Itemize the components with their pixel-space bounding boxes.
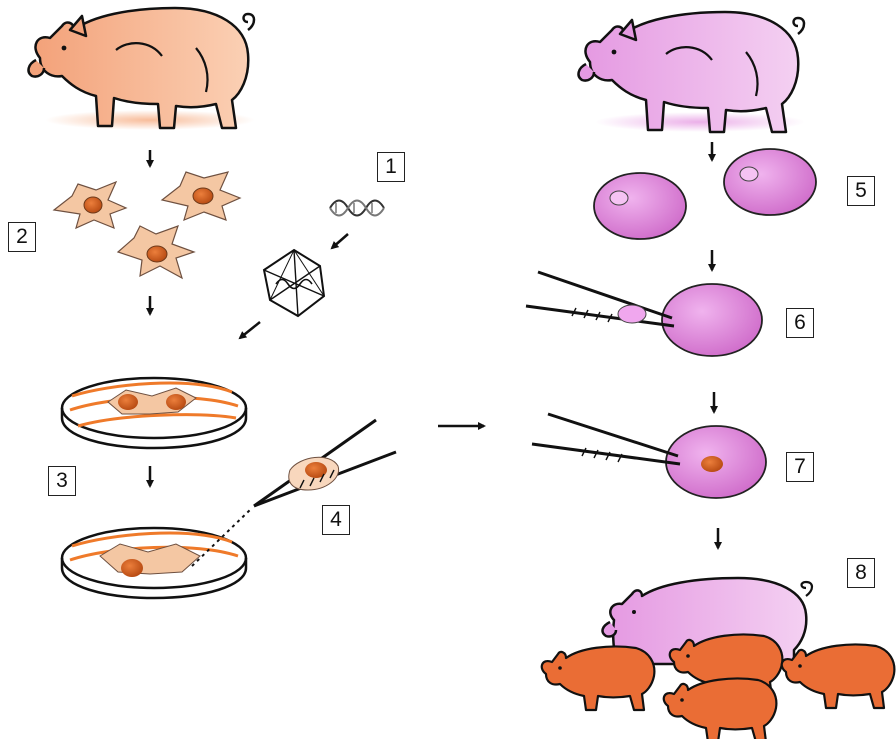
step-label-3: 3 <box>48 466 76 496</box>
donor-pig-icon <box>29 8 255 130</box>
fibroblast-cell-icon <box>118 226 194 278</box>
oocyte-icon <box>594 173 686 239</box>
step-label-2: 2 <box>8 222 36 252</box>
petri-dish-icon <box>62 378 246 448</box>
step-label-5: 5 <box>847 176 875 206</box>
viral-vector-icon <box>264 250 324 316</box>
piglet-icon <box>542 646 655 710</box>
fibroblast-cell-icon <box>162 172 240 220</box>
piglet-icon <box>782 644 895 708</box>
step-label-8: 8 <box>847 558 875 588</box>
petri-dish-icon <box>62 528 246 598</box>
step-label-6: 6 <box>786 308 814 338</box>
step-label-7: 7 <box>786 452 814 482</box>
fibroblast-cell-icon <box>54 182 126 228</box>
micropipette-icon <box>526 272 674 326</box>
micropipette-icon <box>532 414 680 464</box>
piglet-icon <box>664 678 777 739</box>
recipient-pig-icon <box>579 12 805 132</box>
oocyte-icon <box>724 149 816 215</box>
dna-helix-icon <box>330 201 384 216</box>
micropipette-icon <box>254 420 396 506</box>
oocyte-icon <box>662 284 762 356</box>
step-label-1: 1 <box>377 152 405 182</box>
step-label-4: 4 <box>322 505 350 535</box>
oocyte-icon <box>666 426 766 498</box>
